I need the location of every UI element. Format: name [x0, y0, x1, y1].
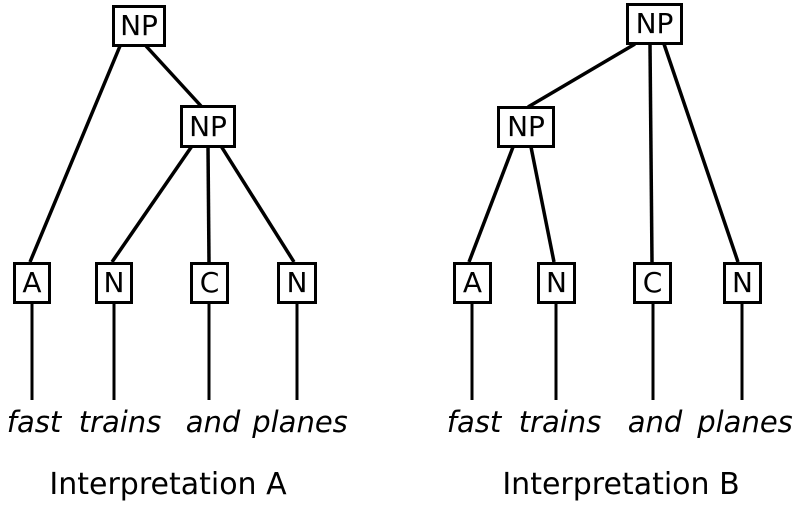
edge-a-inner-to-n2 — [219, 145, 296, 263]
tree-b-word-and: and — [627, 405, 683, 439]
tree-b-inner-np-box: NP — [497, 106, 555, 148]
tree-b-caption: Interpretation B — [502, 467, 740, 502]
tree-a-caption: Interpretation A — [49, 467, 287, 502]
edge-b-inner-to-a — [467, 146, 515, 263]
node-label: NP — [120, 9, 158, 42]
tree-b-word-planes: planes — [697, 405, 793, 439]
node-label: NP — [507, 110, 545, 143]
tree-a-leaf-n2-box: N — [277, 262, 317, 304]
node-label: N — [546, 266, 567, 299]
edge-b-inner-to-n — [529, 146, 556, 263]
tree-b-word-trains: trains — [518, 405, 602, 439]
node-label: A — [22, 266, 42, 299]
tree-b-leaf-n-box: N — [537, 262, 576, 304]
node-label: A — [462, 266, 483, 299]
tree-a-leaf-n-box: N — [95, 262, 133, 304]
node-label: NP — [189, 109, 227, 143]
node-label: N — [103, 266, 125, 299]
tree-b-root-np-box: NP — [626, 3, 683, 45]
tree-b-leaf-a-box: A — [453, 262, 492, 304]
tree-a-word-planes: planes — [252, 405, 348, 439]
tree-a-root-np-box: NP — [112, 5, 166, 47]
tree-a-word-trains: trains — [78, 405, 162, 439]
edge-a-root-to-a — [28, 45, 122, 263]
tree-a-leaf-a-box: A — [13, 262, 51, 304]
node-label: N — [286, 266, 308, 299]
edge-a-inner-to-c — [206, 145, 211, 263]
tree-a-leaf-c-box: C — [190, 262, 229, 304]
tree-a-word-and: and — [185, 405, 241, 439]
edge-a-inner-to-n — [110, 145, 194, 263]
edge-b-root-to-inner — [527, 42, 636, 109]
node-label: C — [199, 266, 220, 299]
tree-b-leaf-n2-box: N — [723, 262, 762, 304]
node-label: C — [642, 266, 663, 299]
tree-a-word-fast: fast — [6, 405, 62, 439]
tree-a-inner-np-box: NP — [180, 105, 236, 148]
tree-b-leaf-c-box: C — [633, 262, 672, 304]
tree-b-word-fast: fast — [446, 405, 502, 439]
edge-b-root-to-c — [648, 43, 654, 263]
edge-a-root-to-inner — [144, 44, 203, 108]
node-label: N — [732, 266, 753, 299]
edge-b-root-to-n2 — [662, 43, 740, 263]
node-label: NP — [635, 7, 674, 40]
